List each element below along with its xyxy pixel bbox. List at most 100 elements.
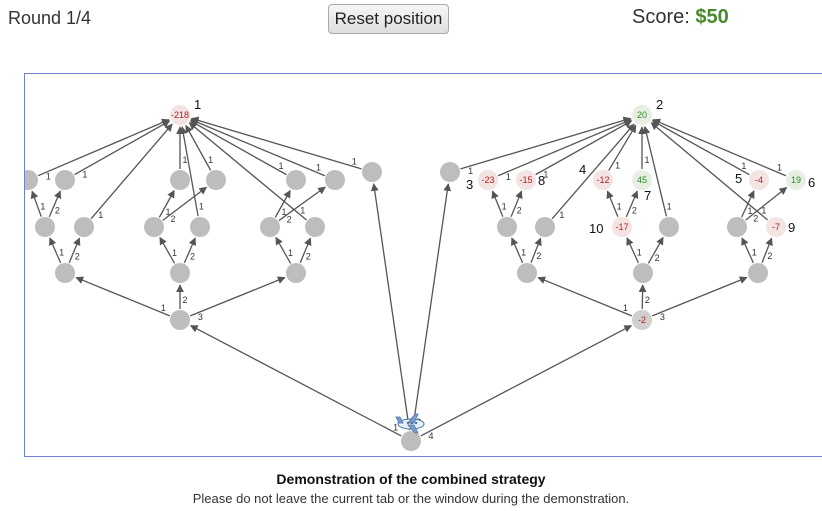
edge-cost-label: 1 — [468, 166, 473, 176]
node-L3b[interactable] — [74, 217, 94, 237]
edge-cost-label: 2 — [75, 251, 80, 261]
score-value: $50 — [695, 6, 729, 28]
edge-cost-label: 2 — [536, 251, 541, 261]
node-start[interactable] — [401, 431, 421, 451]
edge-cost-label: 1 — [59, 248, 64, 258]
reveal-order-number: 3 — [466, 177, 473, 192]
node-value: -7 — [772, 222, 780, 232]
node-R2b[interactable] — [633, 263, 653, 283]
node-R4b[interactable] — [516, 170, 536, 190]
node-L1[interactable] — [170, 310, 190, 330]
edge-L1-L2c — [189, 276, 286, 317]
node-R3e[interactable] — [727, 217, 747, 237]
edge-L2a-L3a — [49, 237, 62, 264]
node-RG[interactable] — [632, 105, 652, 125]
edge-cost-label: 2 — [182, 295, 187, 305]
node-L2c[interactable] — [286, 263, 306, 283]
edge-R3b-RG — [551, 123, 635, 220]
node-L4e[interactable] — [286, 170, 306, 190]
reveal-order-number: 7 — [644, 188, 651, 203]
node-ML[interactable] — [440, 162, 460, 182]
node-R3d[interactable] — [659, 217, 679, 237]
edge-cost-label: 2 — [517, 205, 522, 215]
node-R3b[interactable] — [535, 217, 555, 237]
node-M[interactable] — [362, 162, 382, 182]
node-R2c[interactable] — [748, 263, 768, 283]
edge-L4f-LG — [190, 118, 326, 177]
edge-L3f-LG — [188, 122, 307, 221]
node-L4b[interactable] — [55, 170, 75, 190]
node-L4a[interactable] — [25, 170, 38, 190]
node-L3e[interactable] — [260, 217, 280, 237]
node-R3c[interactable] — [612, 217, 632, 237]
edge-cost-label: 4 — [429, 431, 434, 441]
node-value: -4 — [755, 175, 763, 185]
edge-cost-label: 3 — [660, 312, 665, 322]
edge-cost-label: 1 — [46, 172, 51, 182]
node-L2b[interactable] — [170, 263, 190, 283]
reset-position-button[interactable]: Reset position — [328, 4, 449, 34]
edge-ML-RG — [460, 116, 632, 170]
edge-cost-label: 2 — [632, 206, 637, 216]
node-LG[interactable] — [170, 105, 190, 125]
edge-L4a-LG — [37, 118, 170, 177]
node-R4a[interactable] — [478, 170, 498, 190]
node-R4c[interactable] — [593, 170, 613, 190]
edge-R2c-R3f — [761, 237, 773, 263]
node-R3f[interactable] — [766, 217, 786, 237]
edge-R4e-RG — [651, 120, 750, 176]
edge-cost-label: 1 — [761, 205, 766, 215]
edge-R3d-RG — [642, 125, 668, 217]
edge-cost-label: 1 — [161, 303, 166, 313]
reveal-order-number: 10 — [589, 221, 603, 236]
edge-R2b-R3c — [626, 237, 640, 264]
node-value: -15 — [519, 175, 532, 185]
node-R4f[interactable] — [786, 170, 806, 190]
edge-cost-label: 1 — [300, 205, 305, 215]
edge-cost-label: 1 — [393, 422, 398, 432]
edge-cost-label: 1 — [543, 170, 548, 180]
node-R1[interactable] — [632, 310, 652, 330]
edge-L3a-L4a — [30, 190, 42, 217]
game-board: 1234123121212121121121111111111231212121… — [24, 73, 822, 457]
edge-L4d-LG — [185, 124, 212, 171]
node-L2a[interactable] — [55, 263, 75, 283]
node-R4d[interactable] — [632, 170, 652, 190]
edge-R3f-RG — [650, 122, 768, 221]
edge-cost-label: 1 — [502, 202, 507, 212]
node-L3f[interactable] — [305, 217, 325, 237]
edge-L3c-L4c — [158, 189, 175, 218]
edge-cost-label: 1 — [166, 207, 171, 217]
node-L4f[interactable] — [325, 170, 345, 190]
edge-cost-label: 1 — [637, 248, 642, 258]
node-L3a[interactable] — [35, 217, 55, 237]
edge-R3a-R4b — [510, 190, 523, 218]
node-value: 19 — [791, 175, 801, 185]
edge-cost-label: 1 — [282, 207, 287, 217]
edge-cost-label: 1 — [352, 157, 357, 167]
node-R2a[interactable] — [517, 263, 537, 283]
edge-cost-label: 2 — [306, 251, 311, 261]
edge-L2b-L3d — [183, 237, 196, 264]
edge-layer: 1234123121212121121121111111111231212121… — [30, 116, 788, 441]
edge-cost-label: 1 — [747, 206, 752, 216]
node-L3d[interactable] — [190, 217, 210, 237]
edge-cost-label: 1 — [182, 155, 187, 165]
edge-L2c-L3e — [275, 236, 292, 264]
reveal-order-number: 1 — [194, 97, 201, 112]
node-L3c[interactable] — [144, 217, 164, 237]
edge-L3b-LG — [90, 123, 173, 220]
edge-cost-label: 1 — [316, 163, 321, 173]
edge-cost-label: 1 — [615, 160, 620, 170]
edge-cost-label: 2 — [55, 206, 60, 216]
node-L4c[interactable] — [170, 170, 190, 190]
edge-L4b-LG — [74, 120, 171, 176]
node-R4e[interactable] — [749, 170, 769, 190]
reveal-order-number: 2 — [656, 97, 663, 112]
edge-cost-label: 1 — [208, 155, 213, 165]
node-R3a[interactable] — [497, 217, 517, 237]
edge-cost-label: 1 — [644, 155, 649, 165]
edge-L2a-L3b — [68, 237, 81, 264]
node-L4d[interactable] — [206, 170, 226, 190]
